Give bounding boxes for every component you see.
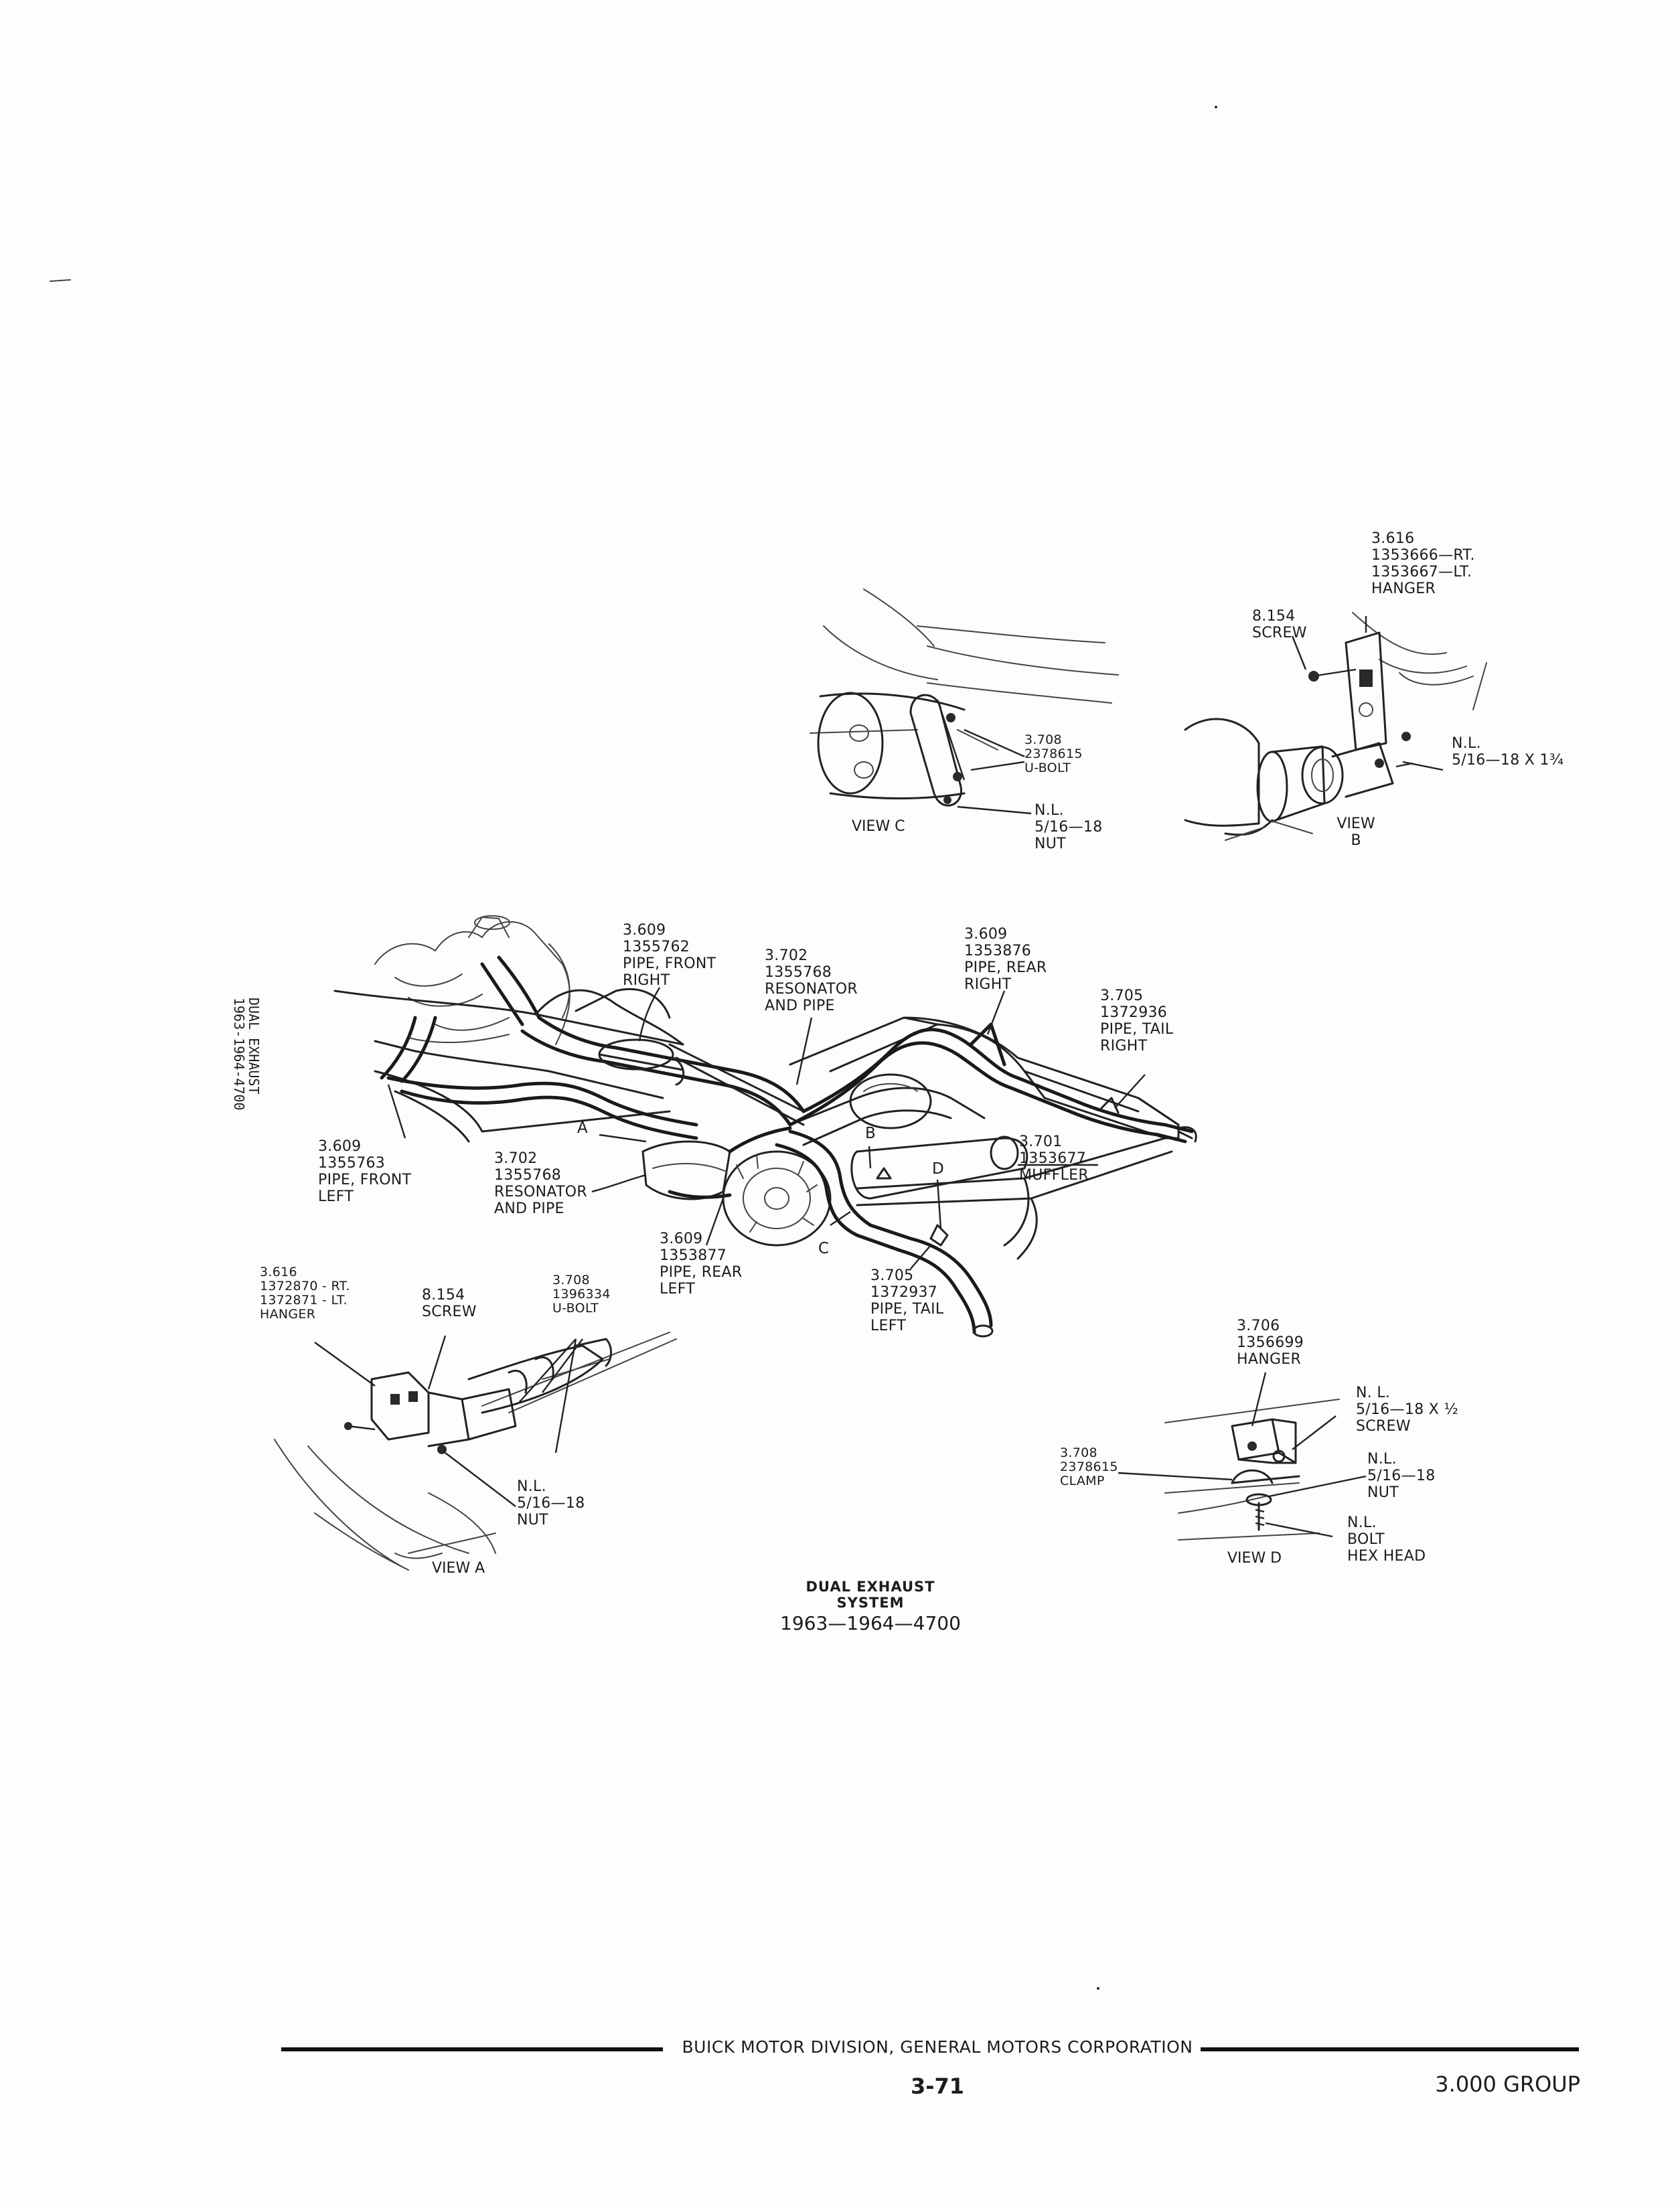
view-b-drawing: [1184, 612, 1487, 841]
view-c-ubolt-label: 3.708 2378615 U-BOLT: [1024, 732, 1083, 775]
diagram-title-line2: 1963—1964—4700: [780, 1612, 961, 1634]
footer-rule-right: [1201, 2047, 1579, 2051]
speck-mark: [50, 279, 71, 282]
view-letter-c: C: [818, 1240, 830, 1257]
view-b-screw-label: 8.154 SCREW: [1252, 608, 1307, 641]
view-c-title: VIEW C: [852, 818, 905, 835]
view-d-title: VIEW D: [1227, 1550, 1282, 1567]
footer-corporation: BUICK MOTOR DIVISION, GENERAL MOTORS COR…: [682, 2037, 1193, 2057]
group-label: 3.000 GROUP: [1435, 2071, 1580, 2097]
view-d-screw-label: N. L.5/16—18 x ½ SCREW: [1356, 1385, 1459, 1435]
side-caption: DUAL EXHAUST 1963-1964-4700: [231, 998, 262, 1111]
speck-mark: [1097, 1987, 1099, 1990]
diagram-title: DUAL EXHAUST SYSTEM 1963—1964—4700: [770, 1579, 971, 1634]
view-letter-a: A: [577, 1119, 588, 1137]
view-c-nut-label: N.L. 5/16—18 NUT: [1035, 802, 1103, 852]
chassis-main-drawing: [333, 915, 1197, 1338]
view-d-nut-label: N.L.5/16—18 NUT: [1367, 1451, 1436, 1501]
footer-rule-left: [281, 2047, 663, 2051]
view-b-title: VIEW B: [1337, 815, 1375, 849]
view-b-nl-label: N.L. 5/16—18 x 1¾: [1452, 735, 1564, 769]
view-a-drawing: [274, 1332, 677, 1571]
view-b-hanger-label: 3.616 1353666—RT. 1353667—LT. HANGER: [1371, 530, 1475, 597]
view-a-nut-label: N.L.5/16—18 NUT: [517, 1478, 585, 1528]
view-d-bolt-label: N.L.BOLT HEX HEAD: [1347, 1514, 1426, 1565]
view-letter-b: B: [865, 1125, 876, 1142]
view-a-title: VIEW A: [432, 1560, 485, 1577]
speck-mark: [1215, 106, 1217, 108]
view-c-drawing: [810, 588, 1119, 815]
page-number: 3-71: [910, 2073, 965, 2099]
view-letter-d: D: [932, 1160, 944, 1178]
diagram-title-line1: DUAL EXHAUST SYSTEM: [806, 1579, 935, 1611]
view-d-drawing: [1118, 1372, 1367, 1541]
